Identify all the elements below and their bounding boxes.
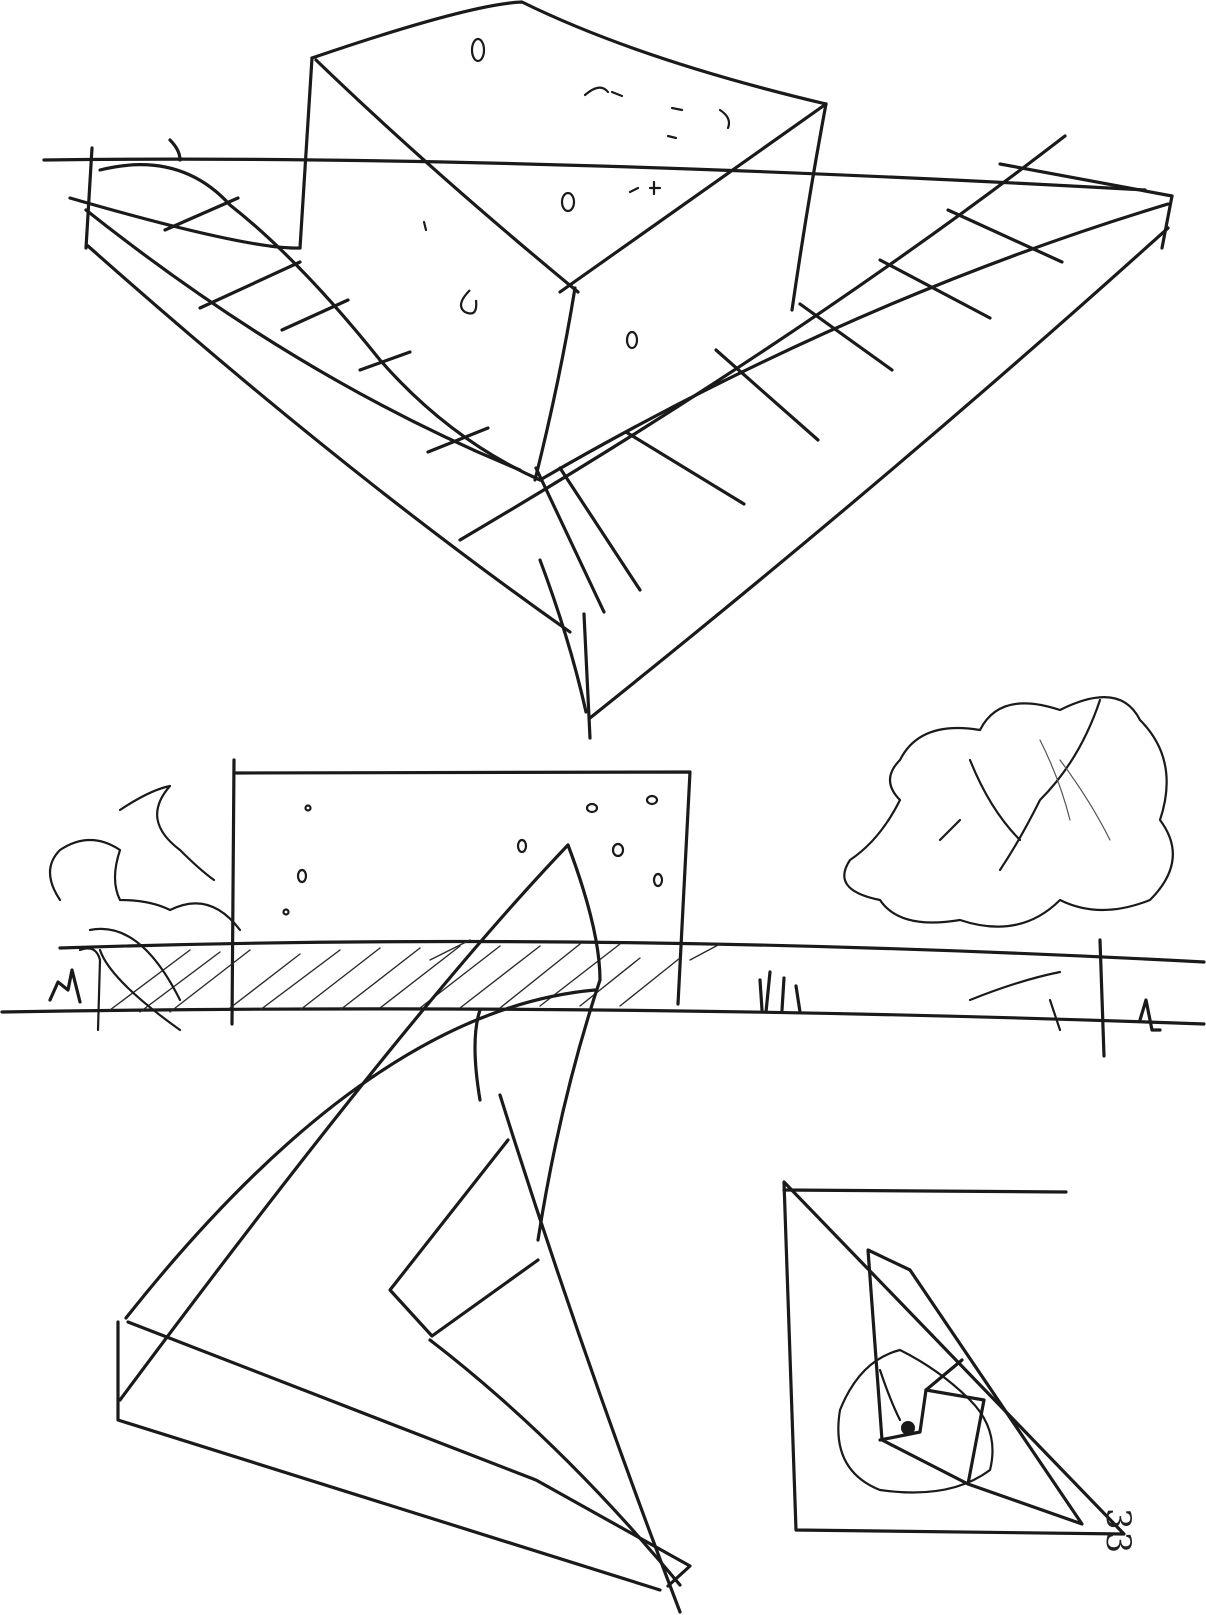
cube-left-edge (298, 56, 314, 250)
wedge-inner-frame (388, 1138, 540, 1338)
plan-sketch (782, 1180, 1126, 1536)
figure-line (473, 1008, 482, 1102)
block-opening (516, 838, 528, 854)
ground-top-line (58, 939, 1206, 964)
plan-curve (878, 1368, 902, 1422)
platform-left-end (84, 146, 94, 250)
platform-left-outer (86, 244, 572, 634)
grid-line (358, 350, 412, 372)
tree-right-mark (968, 970, 1062, 1032)
cube-top-right-edge (558, 102, 828, 294)
tree-right-trunk (1098, 938, 1106, 1058)
platform-left-back (68, 196, 302, 250)
grid-line (168, 138, 182, 162)
cube-top-edge (310, 0, 828, 106)
platform-left-rail (98, 163, 542, 482)
tree-right (843, 696, 1174, 928)
wedge-ray (428, 1338, 682, 1587)
plan-inner-frame (924, 1388, 986, 1486)
grid-line (798, 302, 894, 372)
block-opening (296, 868, 308, 884)
elevation-sketch (0, 696, 1206, 1102)
block-opening (611, 842, 625, 858)
wedge-sketch (116, 843, 692, 1614)
tree-right-shading (1039, 739, 1111, 841)
grid-line (946, 208, 1064, 264)
block-opening (585, 802, 599, 814)
block-opening (282, 908, 290, 916)
person-left (48, 968, 82, 1004)
grid-line (163, 196, 240, 232)
cube-opening (459, 289, 478, 315)
platform-corner (538, 558, 588, 714)
block-opening (652, 872, 664, 888)
grid-line (198, 260, 302, 310)
platform-right-outer (588, 226, 1170, 720)
tree-right-branches (938, 698, 1102, 872)
tree-left (48, 839, 242, 932)
platform-left-inner (84, 208, 522, 472)
people-group (758, 970, 802, 1014)
cube-opening (560, 191, 576, 213)
platform-right-end (1160, 194, 1174, 250)
platform-right-rail (458, 134, 1067, 542)
perspective-sketch (42, 0, 1174, 740)
grid-line (558, 466, 642, 592)
plan-marker (901, 1421, 915, 1435)
wedge-edge (536, 843, 602, 1242)
block-opening (645, 794, 659, 806)
plan-curve (837, 1348, 994, 1494)
cube-opening (583, 86, 624, 98)
cube-opening (470, 37, 486, 63)
cube-right-edge (790, 102, 828, 312)
ground-line (0, 1007, 1206, 1026)
platform-corner (582, 612, 592, 740)
grid-line (426, 426, 490, 454)
block-left-edge (230, 758, 236, 1026)
block-outline (234, 770, 692, 1006)
cube-top-front-edge (314, 58, 580, 294)
cube-opening (625, 330, 639, 350)
cube-mark (666, 106, 731, 140)
platform-right-inner (538, 202, 1170, 482)
cube-mark (422, 220, 428, 232)
grid-line (280, 298, 350, 332)
wedge-base (126, 1320, 692, 1588)
wedge-edge (118, 843, 570, 1402)
grid-line (624, 430, 746, 506)
cube-mark (628, 180, 662, 196)
platform-right-back (998, 162, 1174, 198)
plan-inner-frame (878, 1388, 928, 1442)
horizon-line (42, 157, 1147, 192)
person-right (1138, 998, 1162, 1032)
wedge-long-ray (498, 1093, 682, 1614)
grid-line (534, 466, 606, 614)
ground-hatching (109, 939, 721, 1013)
plan-inner-frame (924, 1358, 964, 1392)
grid-line (878, 258, 992, 320)
wedge-base (116, 1320, 662, 1592)
cube-front-edge (533, 286, 577, 482)
tree-left (88, 927, 182, 1032)
page-number: 33 (1098, 1508, 1138, 1556)
plan-top-line (782, 1188, 1068, 1194)
plan-triangle (782, 1180, 1126, 1536)
grid-line (714, 348, 820, 442)
tree-trunk-left (78, 947, 102, 1032)
tree-left (118, 784, 216, 882)
block-opening (304, 804, 312, 812)
plan-inner-shape (866, 1248, 1084, 1526)
